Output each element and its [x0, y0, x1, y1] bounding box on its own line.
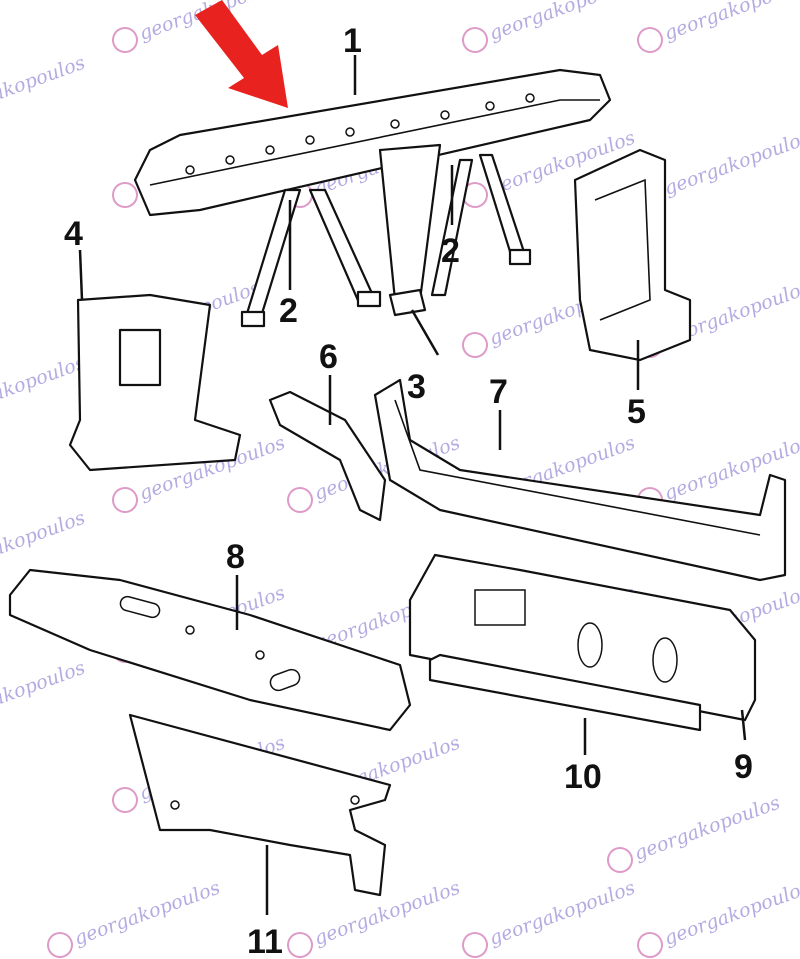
part-2-braces [240, 143, 532, 328]
watermark-logo-icon [112, 182, 138, 208]
watermark-logo-icon [462, 932, 488, 958]
watermark-logo-icon [462, 27, 488, 53]
callout-8: 8 [226, 538, 245, 576]
watermark-text: georgakopoulos [0, 52, 88, 125]
watermark-text: georgakopoulos [661, 127, 800, 200]
watermark: georgakopoulos [607, 792, 783, 873]
callout-3: 3 [407, 368, 426, 406]
callout-4: 4 [64, 215, 83, 253]
part-3-bracket [388, 288, 427, 317]
callout-labels: 1 2 2 3 4 5 6 7 8 9 10 11 [64, 22, 753, 959]
part-8-cross-member [8, 568, 412, 732]
watermark: georgakopoulos [112, 0, 288, 53]
watermark: georgakopoulos [0, 352, 88, 425]
watermark: georgakopoulos [0, 52, 88, 125]
leader-lines [78, 55, 747, 915]
part-5-side-bracket [573, 148, 692, 362]
watermark-logo-icon [637, 27, 663, 53]
watermark-logo-icon [112, 27, 138, 53]
watermark-text: georgakopoulos [0, 657, 88, 730]
callout-2a: 2 [279, 292, 298, 330]
callout-7: 7 [489, 373, 508, 411]
callout-6: 6 [319, 338, 338, 376]
watermark: georgakopoulos [0, 657, 88, 730]
watermark-logo-icon [112, 487, 138, 513]
part-6-brace [268, 390, 387, 522]
watermark: georgakopoulos [462, 0, 638, 53]
watermark-text: georgakopoulos [661, 877, 800, 950]
part-4-side-panel [68, 293, 242, 472]
callout-1: 1 [343, 22, 362, 60]
watermark-text: georgakopoulos [311, 877, 463, 950]
highlight-arrow-icon [195, 0, 288, 108]
watermark-text: georgakopoulos [71, 877, 223, 950]
watermark-logo-icon [462, 332, 488, 358]
watermark-logo-icon [112, 787, 138, 813]
watermark-logo-icon [637, 932, 663, 958]
watermark: georgakopoulos [637, 0, 800, 53]
watermark-text: georgakopoulos [661, 0, 800, 45]
watermark-text: georgakopoulos [631, 792, 783, 865]
callout-11: 11 [247, 923, 283, 959]
watermark-logo-icon [47, 932, 73, 958]
watermark-logo-icon [287, 932, 313, 958]
part-11-plate [128, 713, 392, 897]
watermark: georgakopoulos [462, 877, 638, 958]
callout-9: 9 [734, 748, 753, 786]
watermark-logo-icon [287, 487, 313, 513]
part-1-upper-tie-bar [133, 68, 612, 217]
callout-10: 10 [564, 758, 602, 796]
watermark: georgakopoulos [637, 877, 800, 958]
part-10-rail [428, 653, 702, 732]
part-7-lower-tie-bar [373, 378, 787, 582]
watermark: georgakopoulos [47, 877, 223, 958]
watermark-text: georgakopoulos [486, 0, 638, 45]
callout-2b: 2 [441, 232, 460, 270]
watermark-text: georgakopoulos [486, 877, 638, 950]
callout-5: 5 [627, 393, 646, 431]
watermark-logo-icon [607, 847, 633, 873]
watermark-text: georgakopoulos [0, 507, 88, 580]
watermark-text: georgakopoulos [0, 352, 88, 425]
